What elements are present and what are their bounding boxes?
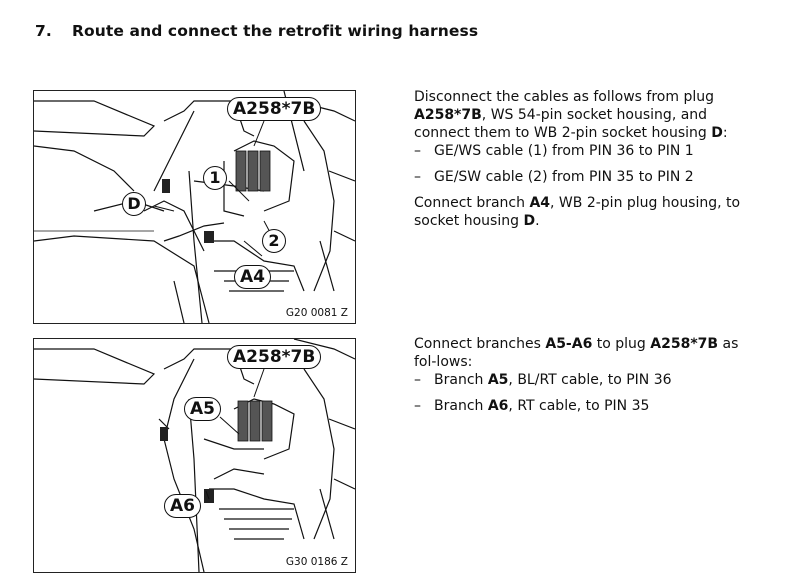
callout-branch-a4: A4 — [234, 265, 271, 289]
text-run: Connect branch — [414, 195, 530, 211]
callout-cable-2: 2 — [262, 229, 286, 253]
branch-ref: A5 — [487, 372, 509, 388]
instructions-step-1: Disconnect the cables as follows from pl… — [414, 88, 754, 230]
callout-socket-d: D — [122, 192, 146, 216]
wiring-drawing-2 — [34, 339, 355, 572]
callout-branch-a5: A5 — [184, 397, 221, 421]
branch-ref: A4 — [529, 195, 551, 211]
list-text: GE/WS cable (1) from PIN 36 to PIN 1 — [434, 143, 694, 159]
figure-code: G20 0081 Z — [284, 307, 349, 319]
text-run: Connect branches — [414, 336, 546, 352]
plug-ref: A258*7B — [650, 336, 719, 352]
list-text: GE/SW cable (2) from PIN 35 to PIN 2 — [434, 169, 694, 185]
text-run: . — [535, 213, 540, 229]
wiring-illustration-2: A258*7B A5 A6 G30 0186 Z — [33, 338, 356, 573]
callout-plug-a258-7b: A258*7B — [227, 97, 322, 121]
step-title: Route and connect the retrofit wiring ha… — [72, 22, 479, 40]
disconnect-paragraph: Disconnect the cables as follows from pl… — [414, 88, 754, 142]
list-item: –GE/WS cable (1) from PIN 36 to PIN 1 — [414, 142, 754, 160]
callout-branch-a6: A6 — [164, 494, 201, 518]
callout-cable-1: 1 — [203, 166, 227, 190]
text-run: , RT cable, to PIN 35 — [508, 398, 650, 414]
text-run: as fol-lows: — [414, 336, 739, 370]
text-run: , WS 54-pin socket housing, and connect … — [414, 107, 712, 141]
list-text: Branch A5, BL/RT cable, to PIN 36 — [434, 371, 672, 389]
instructions-step-2: Connect branches A5-A6 to plug A258*7B a… — [414, 335, 754, 415]
socket-ref: D — [711, 125, 723, 141]
figure-code: G30 0186 Z — [284, 556, 349, 568]
text-run: , WB 2-pin plug housing, to socket housi… — [414, 195, 741, 229]
text-run: , BL/RT cable, to PIN 36 — [508, 372, 672, 388]
list-item: –Branch A6, RT cable, to PIN 35 — [414, 397, 754, 415]
text-run: : — [722, 125, 728, 141]
list-dash: – — [414, 169, 421, 185]
list-dash: – — [414, 372, 421, 388]
step-heading: 7. Route and connect the retrofit wiring … — [35, 22, 478, 40]
plug-ref: A258*7B — [414, 107, 482, 123]
list-item: –Branch A5, BL/RT cable, to PIN 36 — [414, 371, 754, 389]
callout-plug-a258-7b: A258*7B — [227, 345, 322, 369]
connect-paragraph: Connect branch A4, WB 2-pin plug housing… — [414, 194, 754, 230]
text-run: to plug — [592, 336, 651, 352]
list-dash: – — [414, 398, 421, 414]
socket-ref: D — [523, 213, 536, 229]
text-run: Branch — [434, 372, 488, 388]
wiring-illustration-1: A258*7B 1 D 2 A4 G20 0081 Z — [33, 90, 356, 324]
list-item: –GE/SW cable (2) from PIN 35 to PIN 2 — [414, 168, 754, 186]
connect-branches-paragraph: Connect branches A5-A6 to plug A258*7B a… — [414, 335, 754, 371]
branch-range-ref: A5-A6 — [545, 336, 593, 352]
list-text: Branch A6, RT cable, to PIN 35 — [434, 397, 649, 415]
branch-ref: A6 — [487, 398, 509, 414]
step-number: 7. — [35, 22, 52, 40]
wiring-drawing-1 — [34, 91, 355, 323]
text-run: Disconnect the cables as follows from pl… — [414, 89, 714, 105]
text-run: Branch — [434, 398, 488, 414]
list-dash: – — [414, 143, 421, 159]
